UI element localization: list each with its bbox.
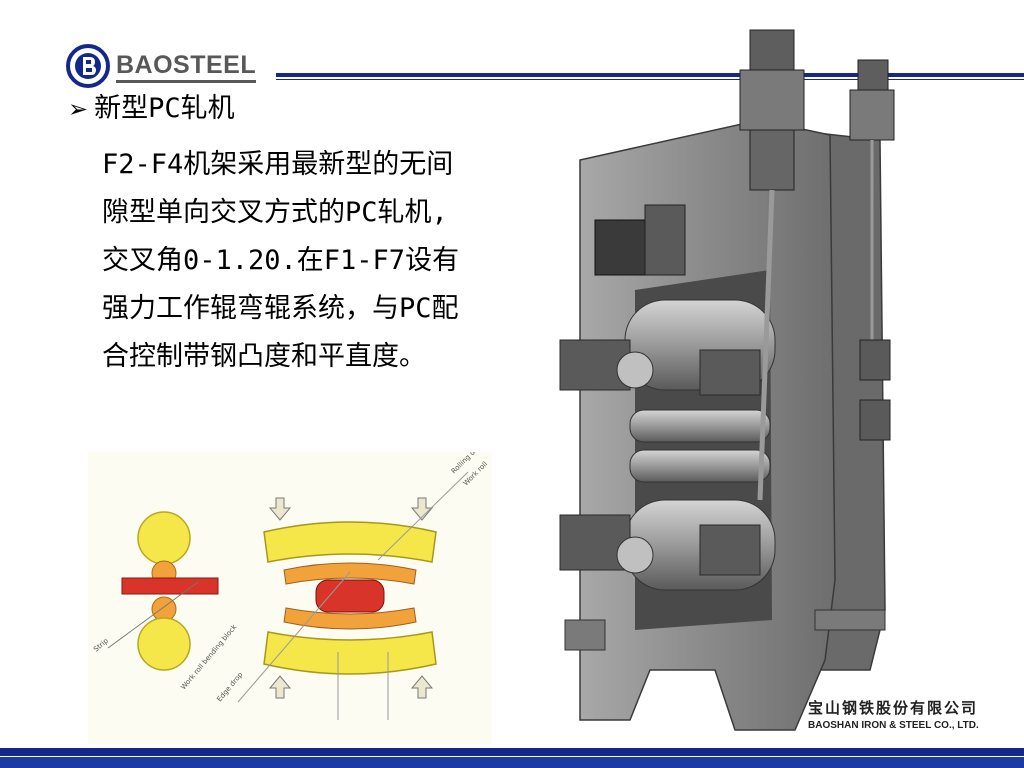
- company-name-english: BAOSHAN IRON & STEEL CO., LTD.: [808, 720, 979, 731]
- pc-rolling-mill-illustration: [559, 29, 895, 731]
- baosteel-logo: BAOSTEEL: [66, 44, 257, 88]
- logo-text: BAOSTEEL: [116, 50, 257, 83]
- company-name-chinese: 宝山钢铁股份有限公司: [808, 699, 979, 717]
- roll-stack-front-view: [237, 471, 469, 720]
- baosteel-logo-icon: [66, 44, 110, 88]
- roll-crossing-diagram: Rolling dir. Work roll Strip Work roll b…: [88, 452, 492, 744]
- company-name: 宝山钢铁股份有限公司 BAOSHAN IRON & STEEL CO., LTD…: [808, 697, 979, 731]
- arrow-bullet-icon: ➢: [68, 95, 89, 123]
- body-text: F2-F4机架采用最新型的无间隙型单向交叉方式的PC轧机,交叉角0-1.20.在…: [102, 149, 460, 372]
- footer-bar-bottom: [0, 757, 1024, 768]
- header-divider-thin: [276, 79, 1024, 80]
- footer-bar: [0, 748, 1024, 756]
- header-divider: [276, 73, 1024, 77]
- bullet-title: 新型PC轧机: [94, 93, 235, 124]
- bullet-row: ➢ 新型PC轧机: [68, 92, 235, 126]
- roll-stack-side-view: [107, 511, 219, 671]
